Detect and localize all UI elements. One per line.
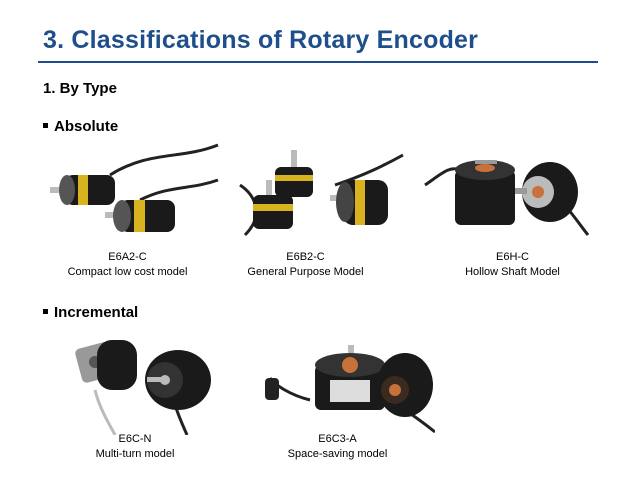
bullet-absolute: Absolute (43, 118, 118, 135)
caption-model: E6H-C (495, 251, 529, 263)
title-underline (38, 61, 598, 63)
caption-desc: Multi-turn model (95, 448, 175, 460)
photo-e6c3-a (245, 340, 435, 435)
bullet-absolute-label: Absolute (54, 118, 119, 135)
caption-model: E6C3-A (318, 433, 357, 445)
caption-model: E6C-N (118, 433, 152, 445)
caption-desc: Hollow Shaft Model (465, 266, 560, 278)
caption-e6c3-a: E6C3-A Space-saving model (275, 432, 400, 462)
caption-e6c-n: E6C-N Multi-turn model (75, 432, 195, 462)
caption-desc: General Purpose Model (247, 266, 364, 278)
photo-e6h-c (420, 140, 590, 240)
bullet-square-icon (43, 122, 48, 128)
photo-e6a2-c (50, 140, 220, 240)
photo-e6b2-c (235, 145, 405, 240)
caption-e6b2-c: E6B2-C General Purpose Model (238, 250, 373, 280)
caption-model: E6B2-C (286, 251, 325, 263)
caption-e6h-c: E6H-C Hollow Shaft Model (455, 250, 570, 280)
bullet-incremental: Incremental (43, 304, 138, 321)
caption-e6a2-c: E6A2-C Compact low cost model (55, 250, 200, 280)
caption-desc: Space-saving model (287, 448, 388, 460)
photo-e6c-n (75, 325, 215, 435)
slide-title: 3. Classifications of Rotary Encoder (43, 26, 479, 54)
section-heading: 1. By Type (43, 80, 117, 97)
caption-model: E6A2-C (108, 251, 147, 263)
caption-desc: Compact low cost model (67, 266, 188, 278)
bullet-square-icon (43, 308, 48, 314)
bullet-incremental-label: Incremental (54, 304, 139, 321)
